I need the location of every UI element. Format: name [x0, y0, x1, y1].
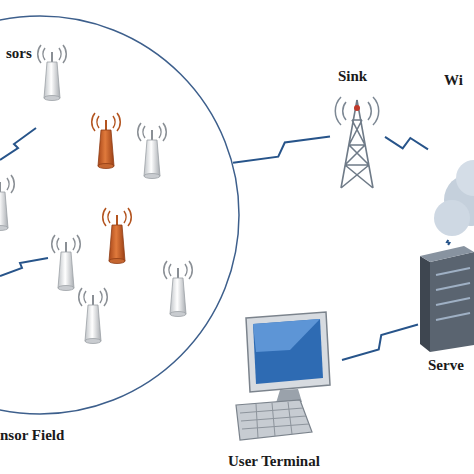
server-rack — [420, 246, 474, 352]
node-label: Wi — [444, 72, 463, 89]
wireless-link — [342, 325, 418, 360]
server-side — [420, 256, 430, 352]
radio-links — [0, 128, 48, 276]
sensor-nodes — [0, 45, 192, 344]
tower-beacon — [354, 105, 360, 111]
cloud — [434, 160, 474, 236]
server-top — [420, 246, 474, 262]
server-front — [430, 252, 474, 352]
radio-link — [0, 258, 48, 276]
screen-glare — [253, 319, 320, 352]
sensor-icon — [52, 235, 81, 291]
cluster-head-icon — [92, 113, 121, 169]
keyboard — [236, 400, 312, 440]
user-computer — [236, 312, 330, 440]
wireless-link — [233, 136, 330, 162]
sensor-icon — [138, 123, 167, 179]
node-label: Serve — [428, 357, 464, 374]
cluster-head-icon — [103, 208, 132, 264]
keyboard-keys — [240, 402, 309, 438]
cloud-puff — [456, 160, 474, 196]
sensor-icon — [0, 175, 14, 231]
lightning-line — [233, 136, 330, 162]
radio-link — [0, 128, 36, 160]
network-node: Wi — [428, 72, 474, 240]
node-label: User Terminal — [228, 453, 320, 470]
sensor-field-circle: sorsnsor Field — [0, 15, 240, 415]
field-circle — [0, 16, 239, 414]
field-outline — [0, 15, 240, 415]
node-label: Sink — [338, 68, 367, 85]
network-node: Serve — [418, 245, 474, 378]
node-label: sors — [6, 45, 32, 62]
monitor-frame — [246, 312, 330, 392]
sink-tower — [335, 97, 378, 188]
network-node: Sink — [330, 68, 385, 190]
tower-lattice — [341, 100, 373, 188]
lightning-line — [385, 137, 428, 149]
node-label: nsor Field — [0, 427, 64, 444]
lightning-line — [342, 325, 418, 360]
lightning-line — [447, 240, 449, 245]
monitor-screen — [253, 319, 323, 384]
cloud-puff — [434, 200, 470, 236]
wireless-link — [385, 137, 428, 149]
sensor-icon — [164, 261, 193, 317]
wireless-link — [447, 240, 449, 245]
sensor-icon — [79, 288, 108, 344]
network-node: User Terminal — [222, 305, 342, 471]
server-bays — [436, 268, 470, 320]
sensor-icon — [38, 45, 67, 101]
